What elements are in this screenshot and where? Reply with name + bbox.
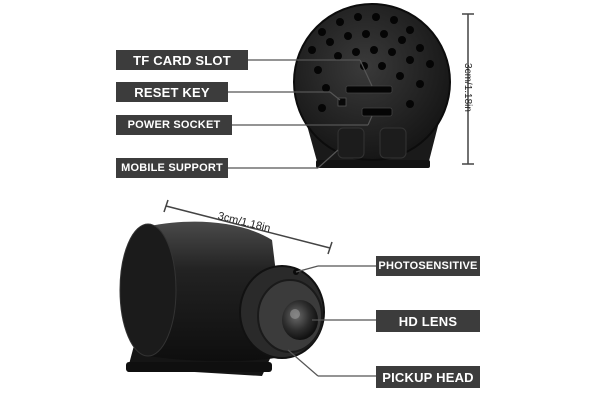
hd-lens-label: HD LENS	[376, 310, 480, 332]
hd-lens-shape	[282, 300, 318, 340]
speaker-holes	[308, 13, 434, 112]
camera-back-view	[293, 3, 451, 168]
mobile-support-label: MOBILE SUPPORT	[116, 158, 228, 178]
power-socket-shape	[361, 107, 393, 117]
height-dimension-label: 3cm/1.18in	[461, 63, 473, 112]
power-socket-label: POWER SOCKET	[116, 115, 232, 135]
tf-card-slot-shape	[345, 85, 393, 94]
tf-card-slot-label: TF CARD SLOT	[116, 50, 248, 70]
leader-lines-top	[228, 59, 373, 169]
camera-front-view	[119, 221, 325, 376]
reset-key-label: RESET KEY	[116, 82, 228, 102]
leader-lines-bottom	[287, 265, 376, 377]
reset-key-shape	[337, 97, 347, 107]
height-dimension-line	[462, 13, 474, 165]
photosensitive-label: PHOTOSENSITIVE	[376, 256, 480, 276]
pickup-head-label: PICKUP HEAD	[376, 366, 480, 388]
length-dimension-line	[163, 199, 333, 255]
